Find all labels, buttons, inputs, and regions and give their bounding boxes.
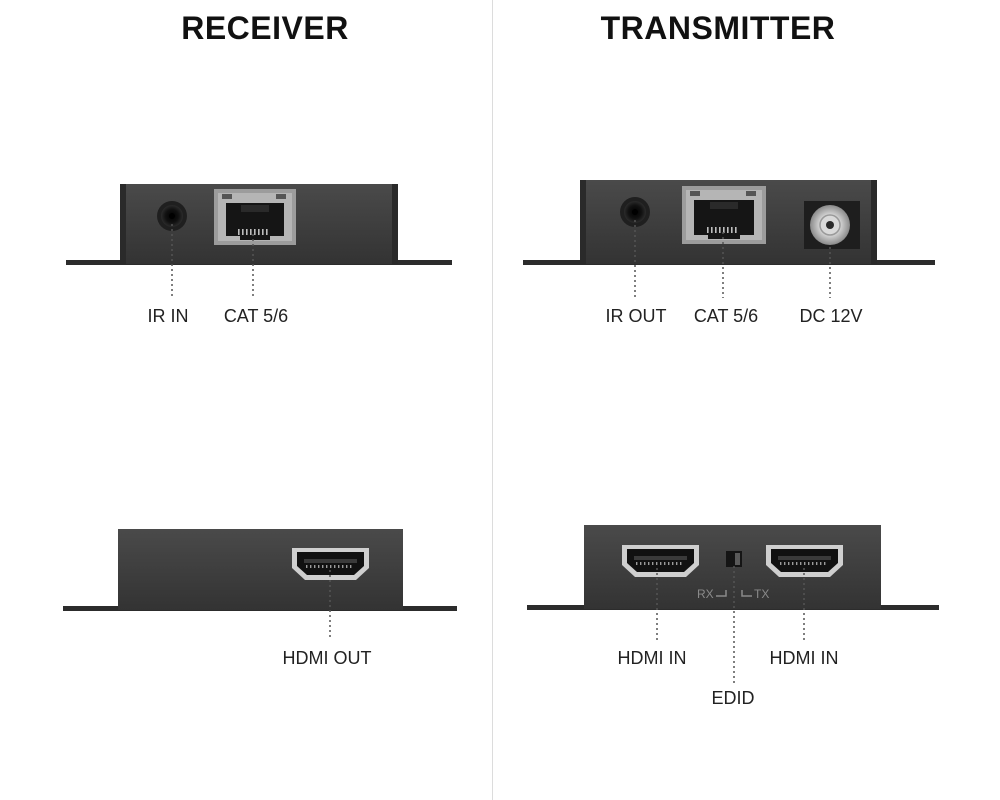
center-divider (492, 0, 493, 800)
rj45-port-icon (214, 189, 296, 245)
transmitter-title: TRANSMITTER (600, 10, 836, 46)
hdmi-port-icon (292, 548, 369, 580)
dc-power-jack-icon (804, 201, 860, 249)
receiver-top-panel (66, 184, 452, 298)
rj45-port-icon (682, 186, 766, 244)
receiver-bottom-panel (63, 529, 457, 640)
transmitter-ir-out-label: IR OUT (605, 306, 667, 326)
hdmi-port-icon (766, 545, 843, 577)
transmitter-top-panel (523, 180, 935, 298)
receiver-ir-in-label: IR IN (147, 306, 189, 326)
transmitter-dc-label: DC 12V (799, 306, 863, 326)
ir-jack-icon (620, 197, 650, 227)
receiver-hdmi-out-label: HDMI OUT (282, 648, 372, 668)
transmitter-bottom-panel (527, 525, 939, 684)
receiver-title: RECEIVER (181, 10, 349, 46)
transmitter-hdmi-in-right-label: HDMI IN (769, 648, 839, 668)
edid-switch-icon (716, 551, 752, 597)
transmitter-cat-label: CAT 5/6 (693, 306, 759, 326)
hdmi-port-icon (622, 545, 699, 577)
receiver-cat-label: CAT 5/6 (223, 306, 289, 326)
ir-jack-icon (157, 201, 187, 231)
transmitter-edid-label: EDID (711, 688, 755, 708)
transmitter-hdmi-in-left-label: HDMI IN (617, 648, 687, 668)
edid-switch-rx-label: RX (697, 587, 714, 601)
edid-switch-tx-label: TX (754, 587, 770, 601)
